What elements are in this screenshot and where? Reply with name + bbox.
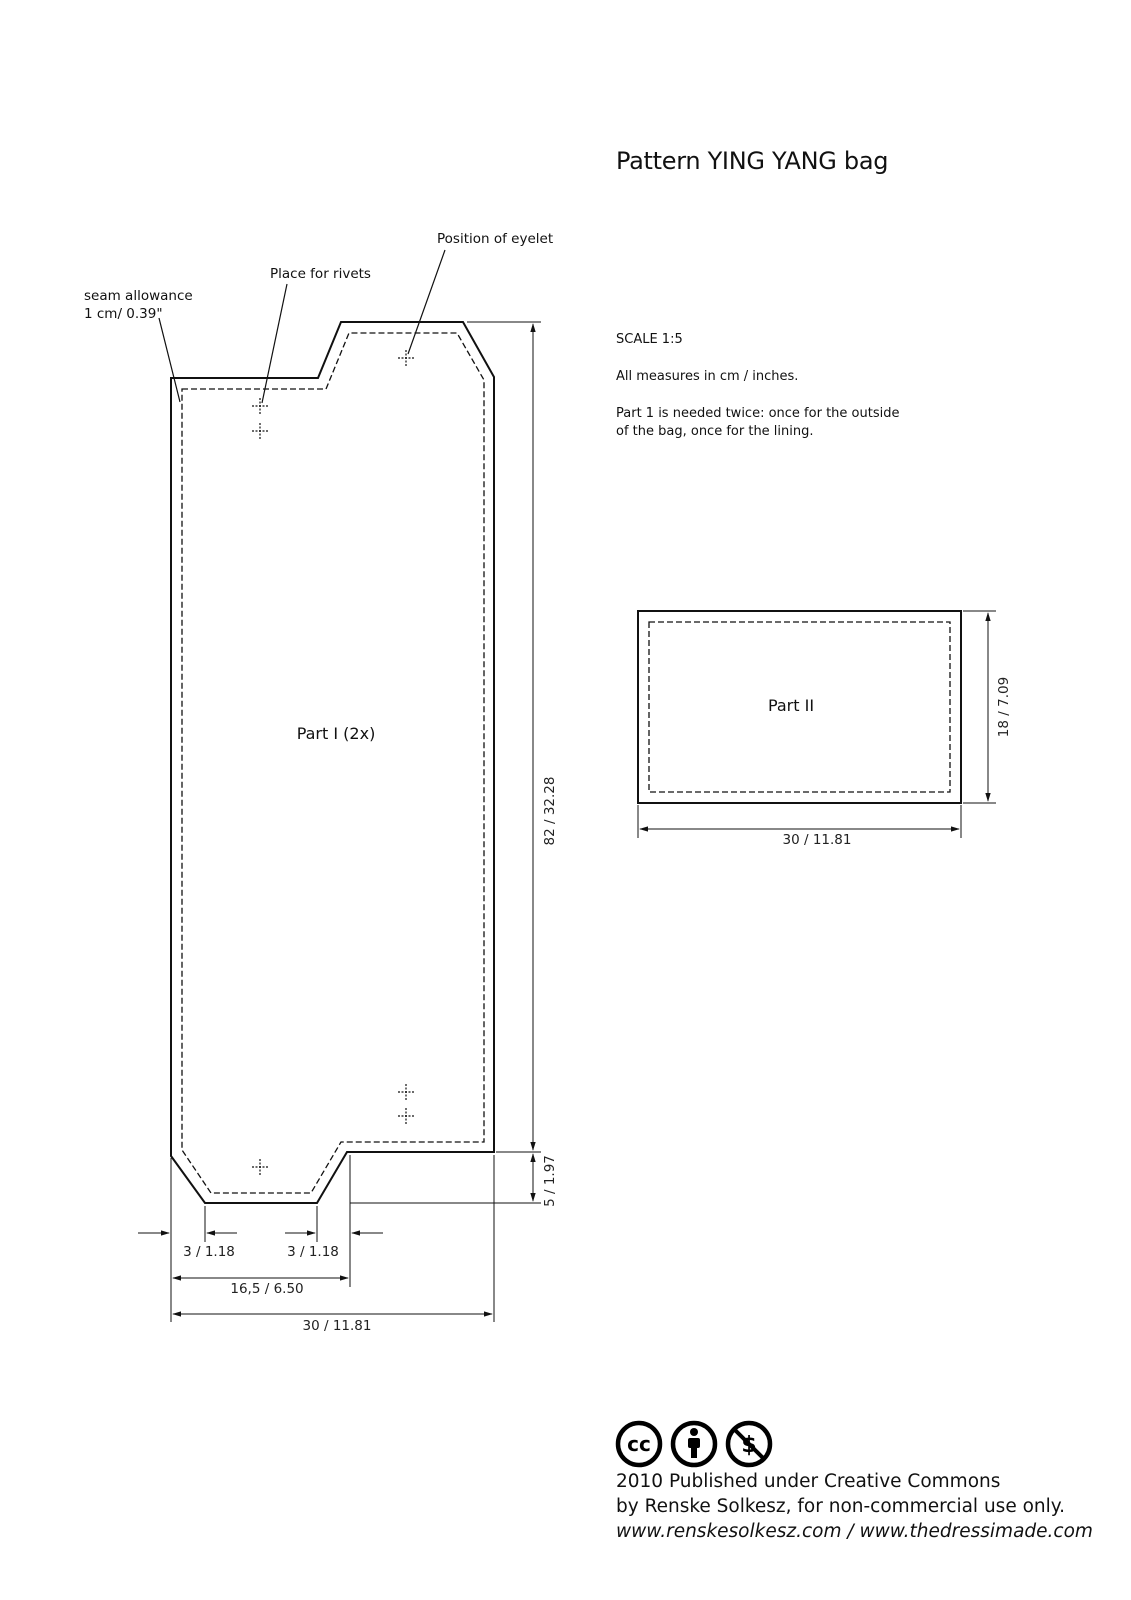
eyelet-marker-bottom [252,1159,268,1175]
attribution-icon [670,1420,718,1468]
website-links: www.renskesolkesz.com / www.thedressimad… [616,1521,1093,1542]
rivets-leader [261,283,288,404]
rivet-marker-top-2 [252,423,268,439]
part1-height-label: 82 / 32.28 [542,776,558,846]
part1-notch-label: 5 / 1.97 [542,1155,558,1207]
seam-allowance-value: 1 cm/ 0.39" [84,306,163,322]
license-block: 2010 Published under Creative Commons by… [616,1469,1093,1544]
cc-icon: cc [615,1420,663,1468]
page-title: Pattern YING YANG bag [616,147,889,175]
non-commercial-icon: $ [725,1420,773,1468]
seam-allowance-label: seam allowance [84,288,193,304]
part1-note-line2: of the bag, once for the lining. [616,424,814,439]
part2-width-label: 30 / 11.81 [782,832,852,848]
svg-text:cc: cc [627,1432,651,1456]
part1-width-label: 30 / 11.81 [302,1318,372,1334]
license-line-1: 2010 Published under Creative Commons [616,1471,1001,1492]
rivet-marker-bottom-1 [398,1084,414,1100]
rivet-marker-top-1 [252,398,268,414]
eyelet-marker-top [398,350,414,366]
seam-leader [158,317,181,403]
eyelet-leader [407,249,446,355]
scale-note: SCALE 1:5 [616,332,683,347]
rivets-label: Place for rivets [270,266,371,282]
part1-note-line1: Part 1 is needed twice: once for the out… [616,406,900,421]
corner-right-label: 3 / 1.18 [287,1244,339,1260]
part1-seam-line [181,332,485,1194]
bottom-inner-label: 16,5 / 6.50 [230,1281,304,1297]
part2-seam-line [648,621,951,793]
part1-label: Part I (2x) [296,724,376,743]
part2-height-label: 18 / 7.09 [996,676,1012,738]
eyelet-label: Position of eyelet [437,231,554,247]
measures-note: All measures in cm / inches. [616,369,799,384]
rivet-marker-bottom-2 [398,1108,414,1124]
part2-outline [637,610,962,804]
part2-label: Part II [767,696,815,715]
part1-outline [170,321,495,1204]
license-line-2: by Renske Solkesz, for non-commercial us… [616,1496,1065,1517]
corner-left-label: 3 / 1.18 [183,1244,235,1260]
